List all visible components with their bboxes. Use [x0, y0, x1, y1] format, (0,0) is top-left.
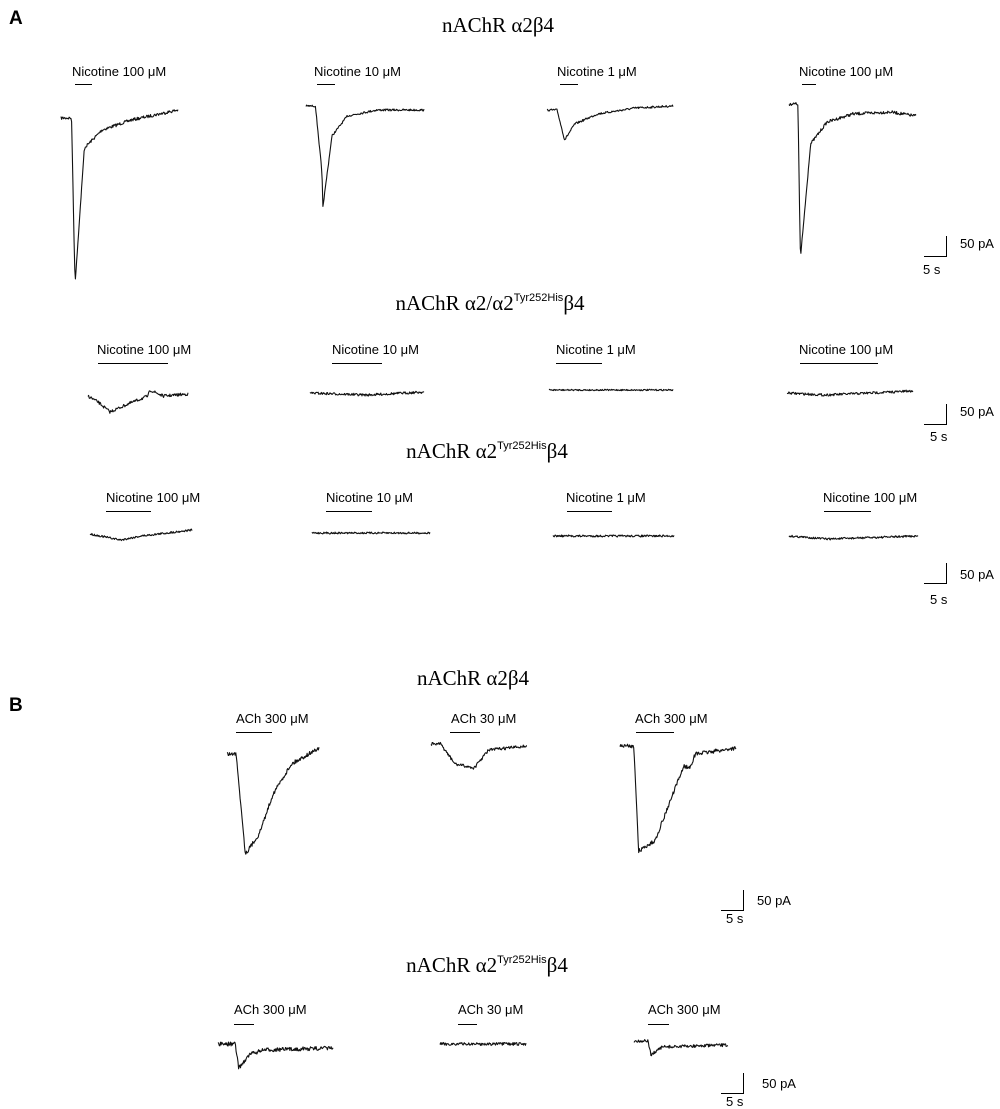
a-het-scale-current: 50 pA	[960, 404, 994, 419]
a-het-trace-1	[87, 390, 189, 414]
a-wt-application-bar-1	[75, 84, 92, 85]
a-wt-trace-4	[788, 102, 917, 254]
b-mut-application-bar-1	[234, 1024, 254, 1025]
a-het-label-3: Nicotine 1 μM	[556, 342, 636, 357]
a-het-title-pre: nAChR α2/α2	[395, 291, 514, 315]
a-wt-trace-1	[60, 109, 179, 280]
b-wt-label-3: ACh 300 μM	[635, 711, 708, 726]
a-mut-label-3: Nicotine 1 μM	[566, 490, 646, 505]
b-mut-label-2: ACh 30 μM	[458, 1002, 524, 1017]
b-mut-application-bar-3	[648, 1024, 669, 1025]
panel-b-letter: B	[9, 695, 23, 716]
b-mut-title: nAChR α2Tyr252Hisβ4	[406, 953, 568, 978]
b-wt-application-bar-2	[450, 732, 480, 733]
b-wt-trace-3	[619, 743, 737, 854]
a-wt-application-bar-4	[802, 84, 816, 85]
b-mut-label-1: ACh 300 μM	[234, 1002, 307, 1017]
a-wt-scale-current: 50 pA	[960, 236, 994, 251]
a-wt-trace-3	[546, 104, 674, 141]
a-wt-label-1: Nicotine 100 μM	[72, 64, 167, 79]
a-het-trace-3	[548, 388, 674, 392]
a-mut-trace-2	[311, 531, 431, 535]
a-het-title: nAChR α2/α2Tyr252Hisβ4	[396, 291, 585, 316]
b-wt-scale-current: 50 pA	[757, 893, 791, 908]
b-mut-trace-2	[439, 1041, 527, 1047]
a-mut-title-sup: Tyr252His	[497, 440, 547, 452]
b-wt-application-bar-1	[236, 732, 272, 733]
b-mut-title-post: β4	[546, 953, 568, 977]
a-mut-trace-3	[552, 534, 675, 538]
b-wt-title: nAChR α2β4	[416, 666, 530, 690]
a-het-application-bar-1	[98, 363, 168, 364]
a-het-title-post: β4	[563, 291, 585, 315]
a-het-application-bar-2	[332, 363, 382, 364]
a-het-scale-time: 5 s	[930, 429, 948, 444]
b-mut-title-sup: Tyr252His	[497, 954, 547, 966]
a-mut-title-pre: nAChR α2	[406, 439, 498, 463]
a-mut-application-bar-3	[567, 511, 612, 512]
a-het-title-sup: Tyr252His	[513, 292, 564, 304]
a-wt-application-bar-2	[317, 84, 335, 85]
a-mut-trace-4	[788, 534, 919, 541]
b-wt-application-bar-3	[636, 732, 674, 733]
a-mut-application-bar-4	[824, 511, 871, 512]
b-wt-scale-time: 5 s	[726, 911, 744, 926]
a-mut-application-bar-1	[106, 511, 151, 512]
a-wt-label-4: Nicotine 100 μM	[799, 64, 894, 79]
b-mut-scale-time: 5 s	[726, 1094, 744, 1109]
b-mut-application-bar-2	[458, 1024, 477, 1025]
a-het-trace-4	[786, 389, 914, 397]
a-wt-label-3: Nicotine 1 μM	[557, 64, 637, 79]
panel-a-letter: A	[9, 8, 23, 29]
a-het-application-bar-4	[800, 363, 878, 364]
b-mut-scale-current: 50 pA	[762, 1076, 796, 1091]
a-mut-scale-current: 50 pA	[960, 567, 994, 582]
a-wt-title: nAChR α2β4	[441, 13, 555, 37]
a-mut-title: nAChR α2Tyr252Hisβ4	[406, 439, 568, 464]
b-mut-label-3: ACh 300 μM	[648, 1002, 721, 1017]
b-mut-trace-1	[217, 1041, 334, 1070]
a-het-label-1: Nicotine 100 μM	[97, 342, 192, 357]
a-het-trace-2	[309, 390, 425, 397]
a-mut-scale-time: 5 s	[930, 592, 948, 607]
a-mut-title-post: β4	[546, 439, 568, 463]
b-wt-trace-2	[430, 741, 527, 770]
b-wt-label-2: ACh 30 μM	[451, 711, 517, 726]
b-mut-title-pre: nAChR α2	[406, 953, 498, 977]
a-mut-label-1: Nicotine 100 μM	[106, 490, 201, 505]
a-mut-label-4: Nicotine 100 μM	[823, 490, 918, 505]
b-wt-trace-1	[226, 747, 320, 855]
a-wt-scale-time: 5 s	[923, 262, 941, 277]
a-mut-application-bar-2	[326, 511, 372, 512]
a-wt-application-bar-3	[560, 84, 578, 85]
a-mut-trace-1	[89, 528, 193, 542]
a-het-label-2: Nicotine 10 μM	[332, 342, 419, 357]
b-wt-label-1: ACh 300 μM	[236, 711, 309, 726]
a-wt-label-2: Nicotine 10 μM	[314, 64, 401, 79]
a-wt-trace-2	[305, 104, 425, 207]
b-mut-trace-3	[633, 1039, 729, 1057]
a-mut-label-2: Nicotine 10 μM	[326, 490, 413, 505]
a-het-application-bar-3	[556, 363, 602, 364]
a-het-label-4: Nicotine 100 μM	[799, 342, 894, 357]
